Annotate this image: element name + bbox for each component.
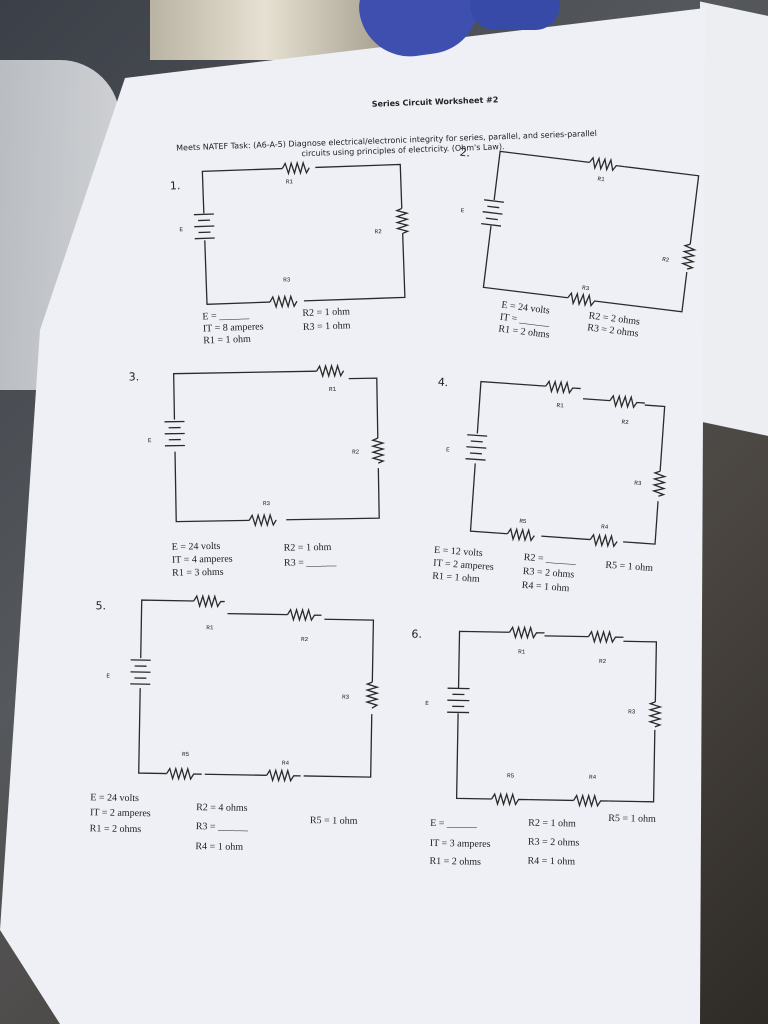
resistor-label-r2: R2 [374, 228, 382, 235]
problem-3: 3. E R1 R2 R3 E = 24 volts IT = 4 ampere… [129, 363, 386, 579]
resistor-label-r1: R1 [206, 624, 214, 631]
problem-6: 6. E R1 R2 R3 R4 R5 E = ______ IT = 3 am… [411, 625, 663, 868]
given-value: R1 = 3 ohms [172, 567, 224, 579]
given-value: R4 = 1 ohm [521, 580, 569, 594]
given-value: IT = 3 amperes [430, 838, 491, 850]
given-value: R4 = 1 ohm [195, 841, 243, 853]
battery-label: E [148, 437, 152, 444]
given-value: R2 = 1 ohm [528, 818, 576, 830]
resistor-label-r3: R3 [628, 708, 636, 715]
given-value: R3 = 2 ohms [522, 566, 574, 581]
resistor-label-r3: R3 [634, 480, 642, 488]
given-value: E = ______ [430, 818, 478, 830]
given-value: R3 = 2 ohms [528, 837, 580, 849]
resistor-label-r2: R2 [662, 256, 670, 264]
resistor-label-r3: R3 [283, 276, 291, 283]
resistor-label-r2: R2 [621, 418, 629, 426]
given-value: R1 = 2 ohms [429, 856, 481, 868]
resistor-label-r5: R5 [519, 518, 527, 526]
given-value: IT = 8 amperes [203, 321, 264, 334]
battery-label: E [446, 446, 450, 453]
given-value: R5 = 1 ohm [608, 813, 656, 825]
problem-number: 3. [129, 370, 140, 383]
given-value: R4 = 1 ohm [527, 856, 575, 868]
resistor-label-r2: R2 [599, 658, 607, 665]
resistor-label-r3: R3 [582, 284, 590, 292]
given-value: R3 = ______ [284, 557, 337, 569]
problem-number: 2. [459, 146, 471, 160]
given-value: R2 = ______ [523, 552, 577, 567]
battery-label: E [179, 226, 183, 233]
problem-5: 5. E R1 R2 R3 R4 R5 E = 24 volts IT = 2 … [90, 593, 380, 853]
given-value: IT = 2 amperes [90, 807, 151, 819]
problem-number: 6. [411, 628, 422, 641]
given-value: R1 = 1 ohm [432, 571, 480, 585]
gloved-fingers [470, 0, 560, 30]
given-value: E = ______ [202, 310, 250, 323]
given-value: R5 = 1 ohm [605, 560, 653, 574]
battery-label: E [425, 700, 429, 707]
battery-label: E [106, 672, 110, 679]
problem-2: 2. E R1 R2 R3 E = 24 volts IT = ______ R… [459, 146, 700, 341]
resistor-label-r4: R4 [589, 774, 597, 781]
given-value: E = 12 volts [434, 545, 483, 559]
resistor-label-r2: R2 [352, 448, 360, 455]
resistor-label-r5: R5 [182, 751, 190, 758]
resistor-label-r1: R1 [329, 386, 337, 393]
given-value: R2 = 1 ohm [284, 542, 332, 554]
given-value: R1 = 1 ohm [203, 334, 251, 347]
resistor-label-r3: R3 [342, 694, 350, 701]
resistor-label-r3: R3 [263, 500, 271, 507]
problem-number: 4. [437, 376, 448, 390]
given-value: E = 24 volts [90, 792, 139, 804]
given-value: R2 = 1 ohm [302, 306, 350, 319]
given-value: R2 = 4 ohms [196, 802, 248, 814]
resistor-label-r1: R1 [597, 175, 605, 183]
given-value: R3 = ______ [196, 821, 249, 833]
problem-number: 1. [170, 179, 181, 192]
worksheet-title: Series Circuit Worksheet #2 [372, 95, 499, 108]
problem-1: 1. E R1 R2 R3 E = ______ IT = 8 amperes … [170, 160, 410, 347]
problem-number: 5. [96, 599, 107, 612]
resistor-label-r1: R1 [286, 178, 294, 185]
resistor-label-r1: R1 [556, 402, 564, 410]
given-value: E = 24 volts [172, 541, 221, 553]
resistor-label-r2: R2 [301, 636, 309, 643]
resistor-label-r4: R4 [601, 523, 609, 531]
resistor-label-r4: R4 [282, 760, 290, 767]
resistor-label-r1: R1 [518, 648, 526, 655]
given-value: IT = 2 amperes [433, 558, 494, 573]
given-value: R5 = 1 ohm [310, 815, 358, 827]
given-value: R1 = 2 ohms [90, 823, 142, 835]
cardboard-box [150, 0, 380, 60]
resistor-label-r5: R5 [507, 772, 515, 779]
battery-label: E [460, 207, 465, 214]
given-value: R3 = 1 ohm [303, 320, 351, 333]
problem-4: 4. E R1 R2 R3 R4 R5 E = 12 volts IT = 2 … [432, 376, 668, 594]
given-value: IT = 4 amperes [172, 554, 233, 566]
